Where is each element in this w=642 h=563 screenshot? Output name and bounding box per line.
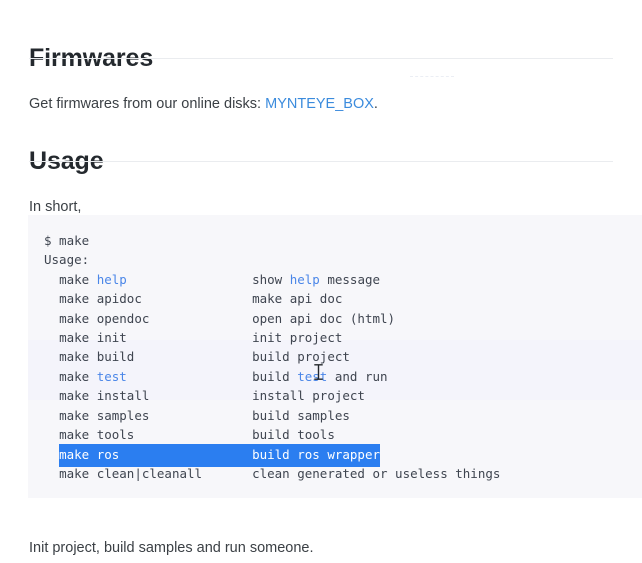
- code-row-opendoc: make opendoc open api doc (html): [44, 309, 642, 328]
- code-row-tools-command: make tools: [59, 426, 135, 442]
- code-row-init-command: make init: [59, 329, 127, 345]
- code-row-clean-description: clean generated or useless things: [252, 465, 501, 481]
- code-line-prompt: $ make: [44, 231, 642, 250]
- code-row-tools-description: build tools: [252, 426, 335, 442]
- closing-paragraph: Init project, build samples and run some…: [29, 539, 314, 556]
- code-row-test-desc-keyword: test: [297, 368, 328, 384]
- mynteye-box-link[interactable]: MYNTEYE_BOX: [265, 95, 374, 112]
- code-row-apidoc: make apidoc make api doc: [44, 289, 642, 308]
- section-heading-usage: Usage: [29, 146, 104, 175]
- code-row-clean: make clean|cleanall clean generated or us…: [44, 464, 642, 483]
- code-row-build: make build build project: [44, 347, 642, 366]
- code-row-help-command: make help: [59, 271, 127, 287]
- firmwares-paragraph: Get firmwares from our online disks: MYN…: [29, 94, 378, 116]
- heading-divider-firmwares: [29, 58, 613, 59]
- code-row-clean-command: make clean|cleanall: [59, 465, 203, 481]
- code-row-test-command-keyword: test: [96, 368, 127, 384]
- code-row-opendoc-command: make opendoc: [59, 310, 150, 326]
- code-row-help-command-keyword: help: [96, 271, 127, 287]
- in-short-label: In short,: [29, 198, 82, 215]
- code-prompt-text: $ make: [44, 233, 90, 248]
- code-row-install-command: make install: [59, 388, 150, 404]
- code-row-opendoc-description: open api doc (html): [252, 310, 396, 326]
- code-usage-label-text: Usage:: [44, 252, 90, 268]
- code-row-init: make init init project: [44, 328, 642, 347]
- code-row-build-description: build project: [252, 349, 350, 365]
- code-row-samples-command: make samples: [59, 407, 150, 423]
- code-line-usage-label: Usage:: [44, 250, 642, 269]
- section-heading-firmwares: Firmwares: [29, 43, 154, 72]
- code-row-install: make install install project: [44, 386, 642, 405]
- code-row-ros-command: make ros: [59, 447, 120, 463]
- code-row-init-description: init project: [252, 329, 343, 345]
- code-row-install-description: install project: [252, 388, 365, 404]
- code-row-samples-description: build samples: [252, 407, 350, 423]
- code-row-apidoc-description: make api doc: [252, 291, 343, 307]
- code-row-apidoc-command: make apidoc: [59, 291, 142, 307]
- render-artifact-dashes: [410, 76, 454, 89]
- firmwares-paragraph-text: Get firmwares from our online disks:: [29, 95, 266, 112]
- code-row-samples: make samples build samples: [44, 406, 642, 425]
- code-row-build-command: make build: [59, 349, 135, 365]
- heading-divider-usage: [29, 161, 613, 162]
- code-row-test-command: make test: [59, 368, 127, 384]
- code-row-help-desc-keyword: help: [289, 271, 320, 287]
- code-row-tools: make tools build tools: [44, 425, 642, 444]
- firmwares-paragraph-period: .: [373, 95, 378, 112]
